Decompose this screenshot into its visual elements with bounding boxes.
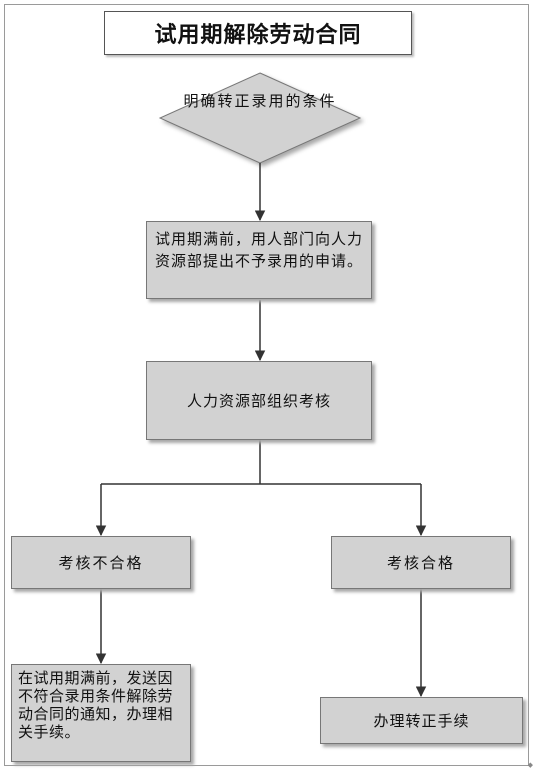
fail-text: 考核不合格 [58, 554, 144, 572]
application-text: 试用期满前，用人部门向人力资源部提出不予录用的申请。 [155, 230, 364, 270]
pass-action-box: 办理转正手续 [320, 697, 523, 744]
assessment-box: 人力资源部组织考核 [146, 361, 372, 440]
assessment-text: 人力资源部组织考核 [186, 392, 331, 410]
corner-mark: ◆ [527, 761, 533, 769]
fail-box: 考核不合格 [11, 536, 191, 589]
page-frame [4, 4, 529, 766]
decision-label: 明确转正录用的条件 [183, 92, 337, 110]
fail-action-box: 在试用期满前，发送因不符合录用条件解除劳动合同的通知，办理相关手续。 [11, 664, 191, 762]
application-box: 试用期满前，用人部门向人力资源部提出不予录用的申请。 [146, 221, 372, 299]
fail-action-text: 在试用期满前，发送因不符合录用条件解除劳动合同的通知，办理相关手续。 [18, 669, 174, 741]
pass-box: 考核合格 [331, 536, 511, 589]
flowchart-title: 试用期解除劳动合同 [104, 11, 412, 55]
pass-action-text: 办理转正手续 [373, 712, 470, 730]
pass-text: 考核合格 [386, 554, 455, 572]
